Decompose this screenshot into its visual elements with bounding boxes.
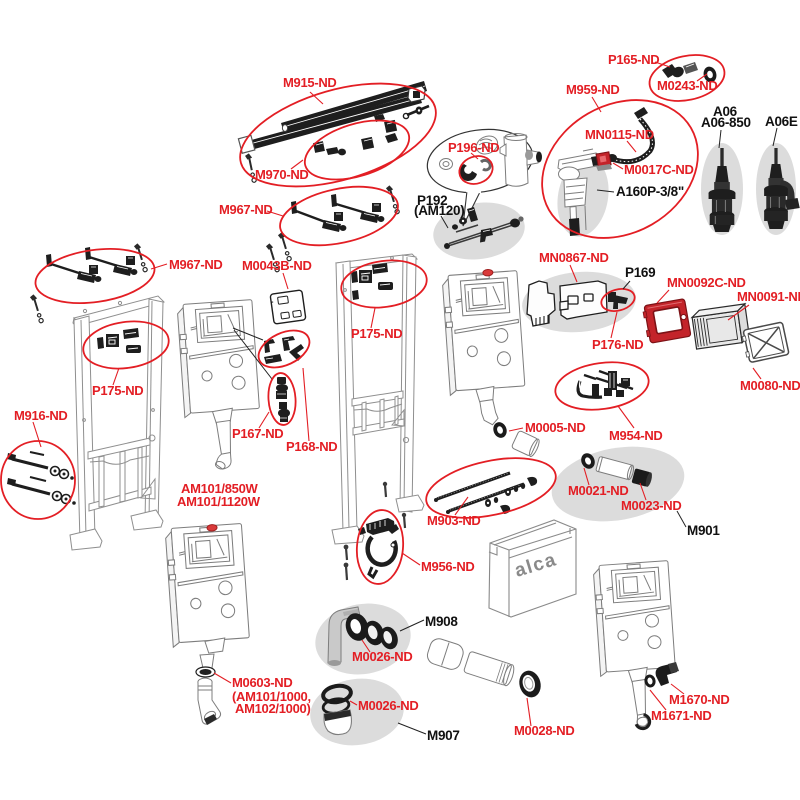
svg-text:A06-850: A06-850 [701, 115, 751, 130]
svg-text:P192: P192 [417, 193, 447, 208]
svg-text:M901: M901 [687, 523, 720, 538]
svg-text:M0021-ND: M0021-ND [568, 483, 628, 498]
svg-text:P175-ND: P175-ND [351, 326, 402, 341]
svg-text:M959-ND: M959-ND [566, 82, 620, 97]
svg-text:MN0092C-ND: MN0092C-ND [667, 275, 746, 290]
svg-text:(AM120): (AM120) [414, 203, 464, 218]
svg-text:MN0867-ND: MN0867-ND [539, 250, 609, 265]
svg-text:AM101/850W: AM101/850W [181, 481, 259, 496]
svg-text:M0026-ND: M0026-ND [358, 698, 418, 713]
svg-text:P167-ND: P167-ND [232, 426, 283, 441]
svg-text:P196-ND: P196-ND [448, 140, 499, 155]
svg-text:P165-ND: P165-ND [608, 52, 659, 67]
svg-text:M954-ND: M954-ND [609, 428, 663, 443]
svg-text:M0603-ND: M0603-ND [232, 675, 292, 690]
svg-text:M0080-ND: M0080-ND [740, 378, 800, 393]
svg-text:MN0115-ND: MN0115-ND [585, 127, 654, 142]
svg-text:M0005-ND: M0005-ND [525, 420, 585, 435]
svg-text:M0017C-ND: M0017C-ND [624, 162, 694, 177]
svg-text:M908: M908 [425, 614, 458, 629]
svg-text:P168-ND: P168-ND [286, 439, 337, 454]
svg-text:M915-ND: M915-ND [283, 75, 337, 90]
svg-text:P176-ND: P176-ND [592, 337, 643, 352]
svg-text:A160P-3/8": A160P-3/8" [616, 184, 684, 199]
svg-text:M907: M907 [427, 728, 460, 743]
svg-text:M956-ND: M956-ND [421, 559, 475, 574]
svg-text:M903-ND: M903-ND [427, 513, 481, 528]
svg-text:M0023-ND: M0023-ND [621, 498, 681, 513]
svg-text:P175-ND: P175-ND [92, 383, 143, 398]
svg-text:P169: P169 [625, 265, 655, 280]
svg-text:MN0091-ND: MN0091-ND [737, 289, 800, 304]
svg-text:M0028-ND: M0028-ND [514, 723, 574, 738]
svg-text:(AM101/1000,: (AM101/1000, [232, 689, 311, 704]
svg-text:M967-ND: M967-ND [219, 202, 273, 217]
svg-text:M0043B-ND: M0043B-ND [242, 258, 312, 273]
svg-text:M967-ND: M967-ND [169, 257, 223, 272]
svg-text:M970-ND: M970-ND [255, 167, 309, 182]
svg-text:M916-ND: M916-ND [14, 408, 68, 423]
svg-text:M1670-ND: M1670-ND [669, 692, 729, 707]
svg-text:AM102/1000): AM102/1000) [235, 701, 310, 716]
svg-text:A06: A06 [713, 104, 738, 119]
svg-text:M0243-ND: M0243-ND [657, 78, 717, 93]
svg-text:AM101/1120W: AM101/1120W [177, 494, 261, 509]
svg-text:M0026-ND: M0026-ND [352, 649, 412, 664]
svg-text:A06E: A06E [765, 114, 798, 129]
svg-text:M1671-ND: M1671-ND [651, 708, 711, 723]
